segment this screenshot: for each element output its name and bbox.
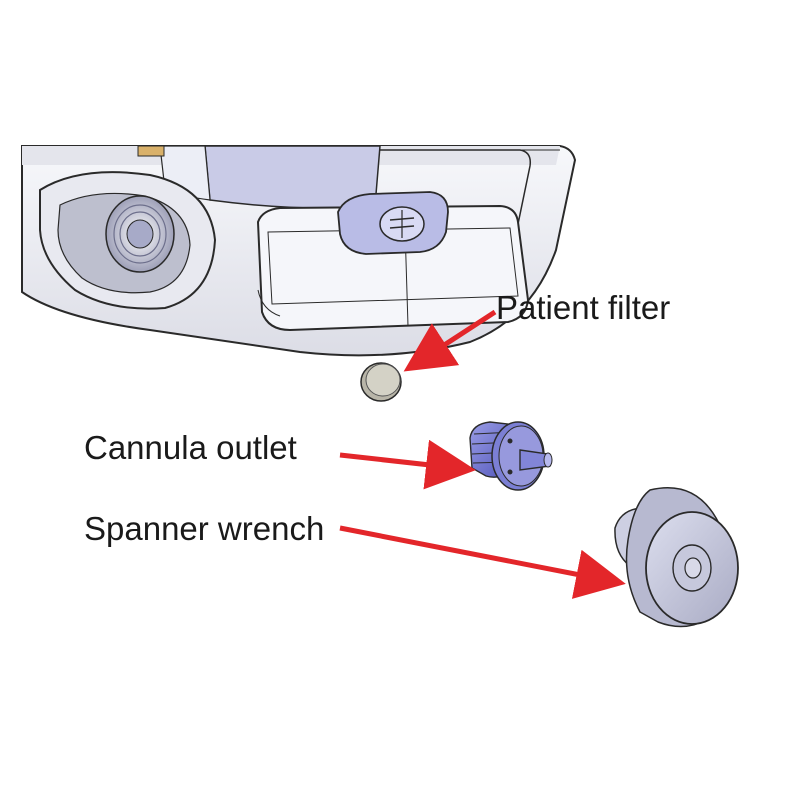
callout-arrows — [339, 309, 626, 599]
spanner-wrench-label: Spanner wrench — [84, 510, 324, 547]
patient-filter-part — [360, 362, 402, 402]
cannula-outlet-part — [469, 421, 553, 491]
cannula-outlet-label: Cannula outlet — [84, 429, 297, 466]
device-side-port — [39, 171, 217, 310]
patient-filter-arrow — [403, 309, 497, 372]
spanner-wrench-part — [614, 487, 739, 628]
spanner-wrench-arrow — [339, 525, 626, 599]
door-latch — [337, 191, 449, 255]
patient-filter-label: Patient filter — [496, 289, 670, 326]
cannula-outlet-arrow — [339, 439, 476, 490]
